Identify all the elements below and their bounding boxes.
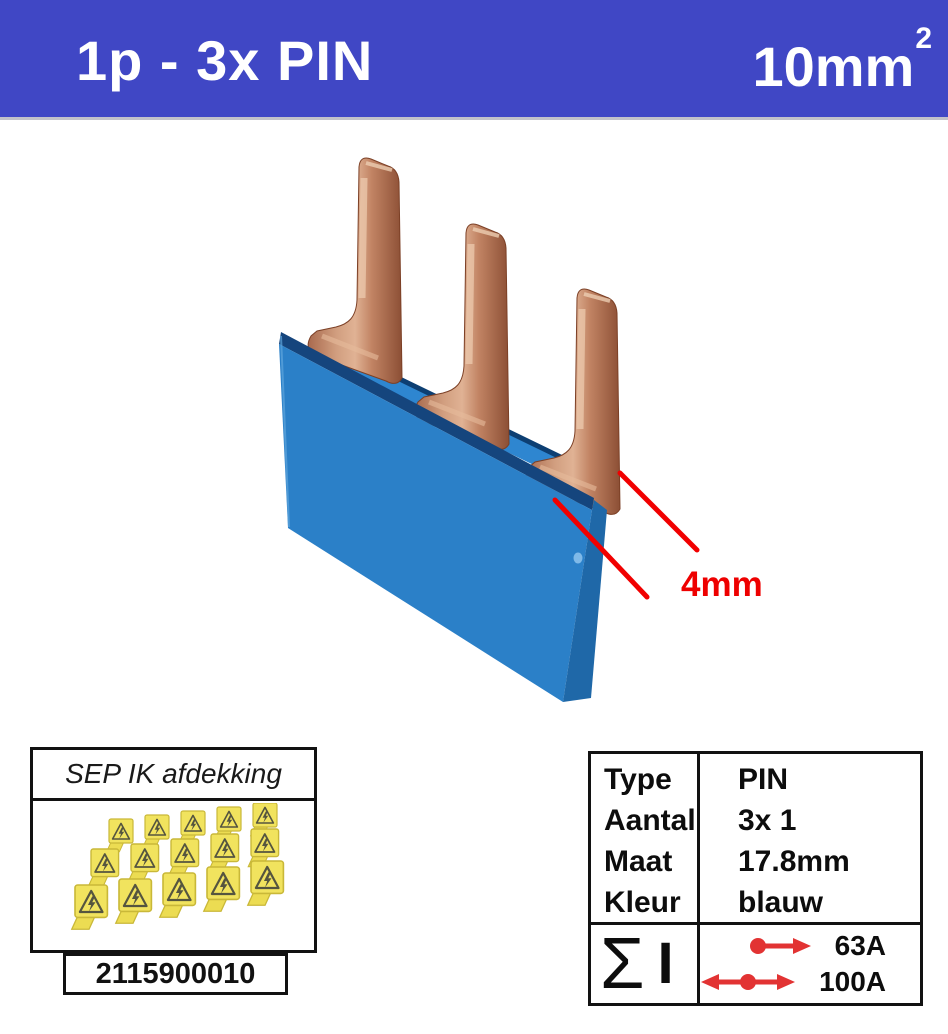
spec-value: 17.8mm [738,845,850,878]
rating-value: 100A [819,965,886,997]
rating-row-63a: 63A [700,930,920,962]
product-title: 1p - 3x PIN [76,29,374,92]
busbar-rail [342,349,616,503]
spec-label: Aantal [604,804,696,837]
copper-pin-3 [526,289,620,514]
dimension-lines [552,470,700,600]
spec-label: Kleur [604,886,681,919]
accessory-title: SEP IK afdekking [33,750,314,801]
spec-values-column: PIN 3x 1 17.8mm blauw [700,754,920,922]
spec-value: PIN [738,763,789,796]
spec-table: Type Aantal Maat Kleur PIN 3x 1 17.8mm b… [588,751,923,1006]
current-symbol: I [657,931,674,996]
spec-value: 3x 1 [738,804,797,837]
spec-label: Type [604,763,672,796]
wire-size-label: 10mm2 [752,22,932,98]
rating-row-100a: 100A [700,966,920,998]
spec-labels-column: Type Aantal Maat Kleur [591,754,700,922]
spec-label: Maat [604,845,673,878]
yellow-warning-covers-image [70,802,285,930]
copper-pin-2 [415,224,509,449]
size-exponent: 2 [915,22,932,55]
cover-mount-hole [573,552,583,564]
dot-right-arrow-icon [749,938,811,955]
copper-pin-1 [308,158,402,383]
dimension-line-lower [552,497,650,600]
spec-value: blauw [738,886,824,919]
dimension-label: 4mm [681,565,763,604]
accessory-box: SEP IK afdekking [30,747,317,953]
busbar-cover [279,332,607,702]
article-code: 2115900010 [63,953,288,995]
sum-current-cell: Σ I [591,922,700,1003]
dimension-line-upper [617,470,700,553]
rating-value: 63A [834,930,886,962]
header-banner: 1p - 3x PIN 10mm2 [0,0,948,120]
current-ratings-cell: 63A 100A [700,922,920,1003]
accessory-thumbnail [33,801,314,953]
sigma-symbol: Σ [600,924,645,1004]
left-right-arrow-dot-icon [701,973,796,990]
